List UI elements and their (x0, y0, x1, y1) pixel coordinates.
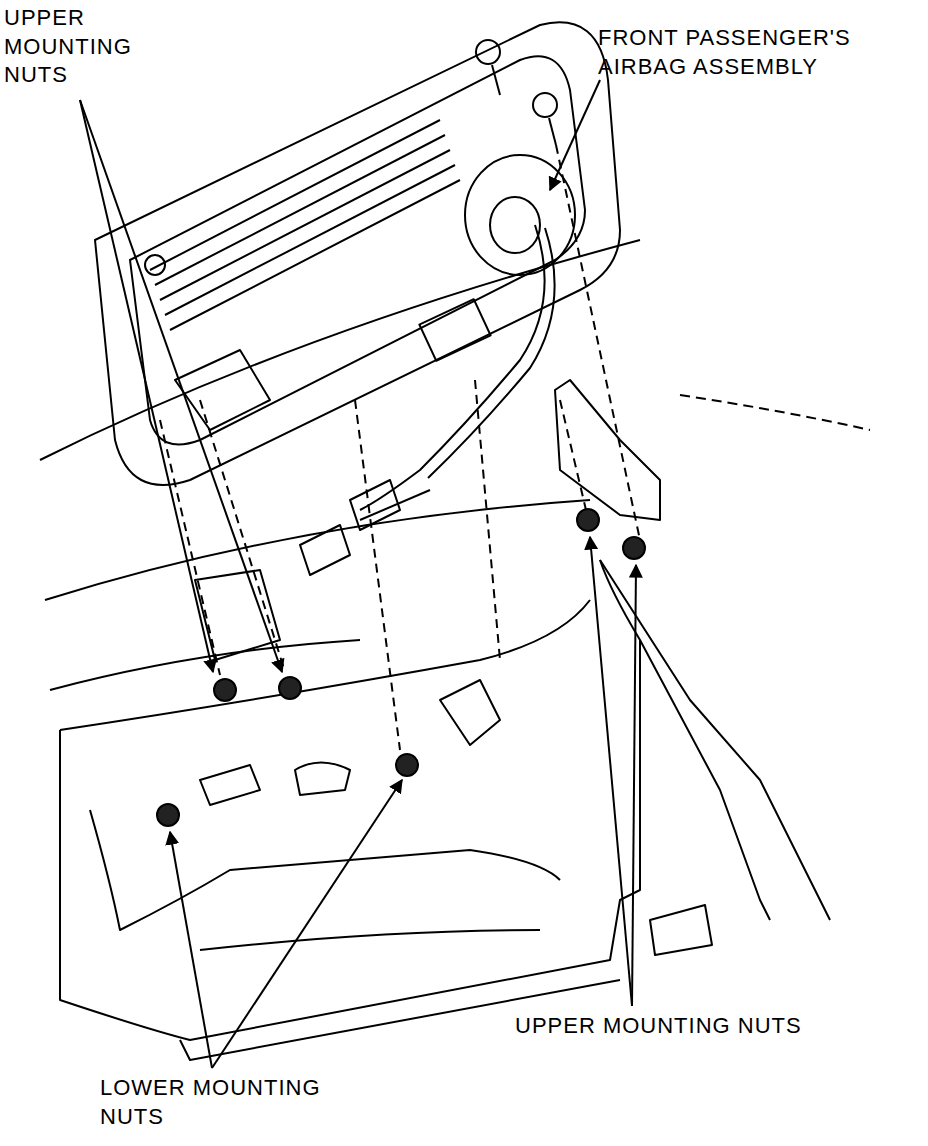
part-label: LOWER MOUNTING NUTS (100, 1074, 360, 1131)
part-label: FRONT PASSENGER'S AIRBAG ASSEMBLY (598, 24, 918, 81)
part-label: UPPER MOUNTING NUTS (515, 1012, 815, 1041)
part-label: UPPER MOUNTING NUTS (4, 4, 132, 90)
